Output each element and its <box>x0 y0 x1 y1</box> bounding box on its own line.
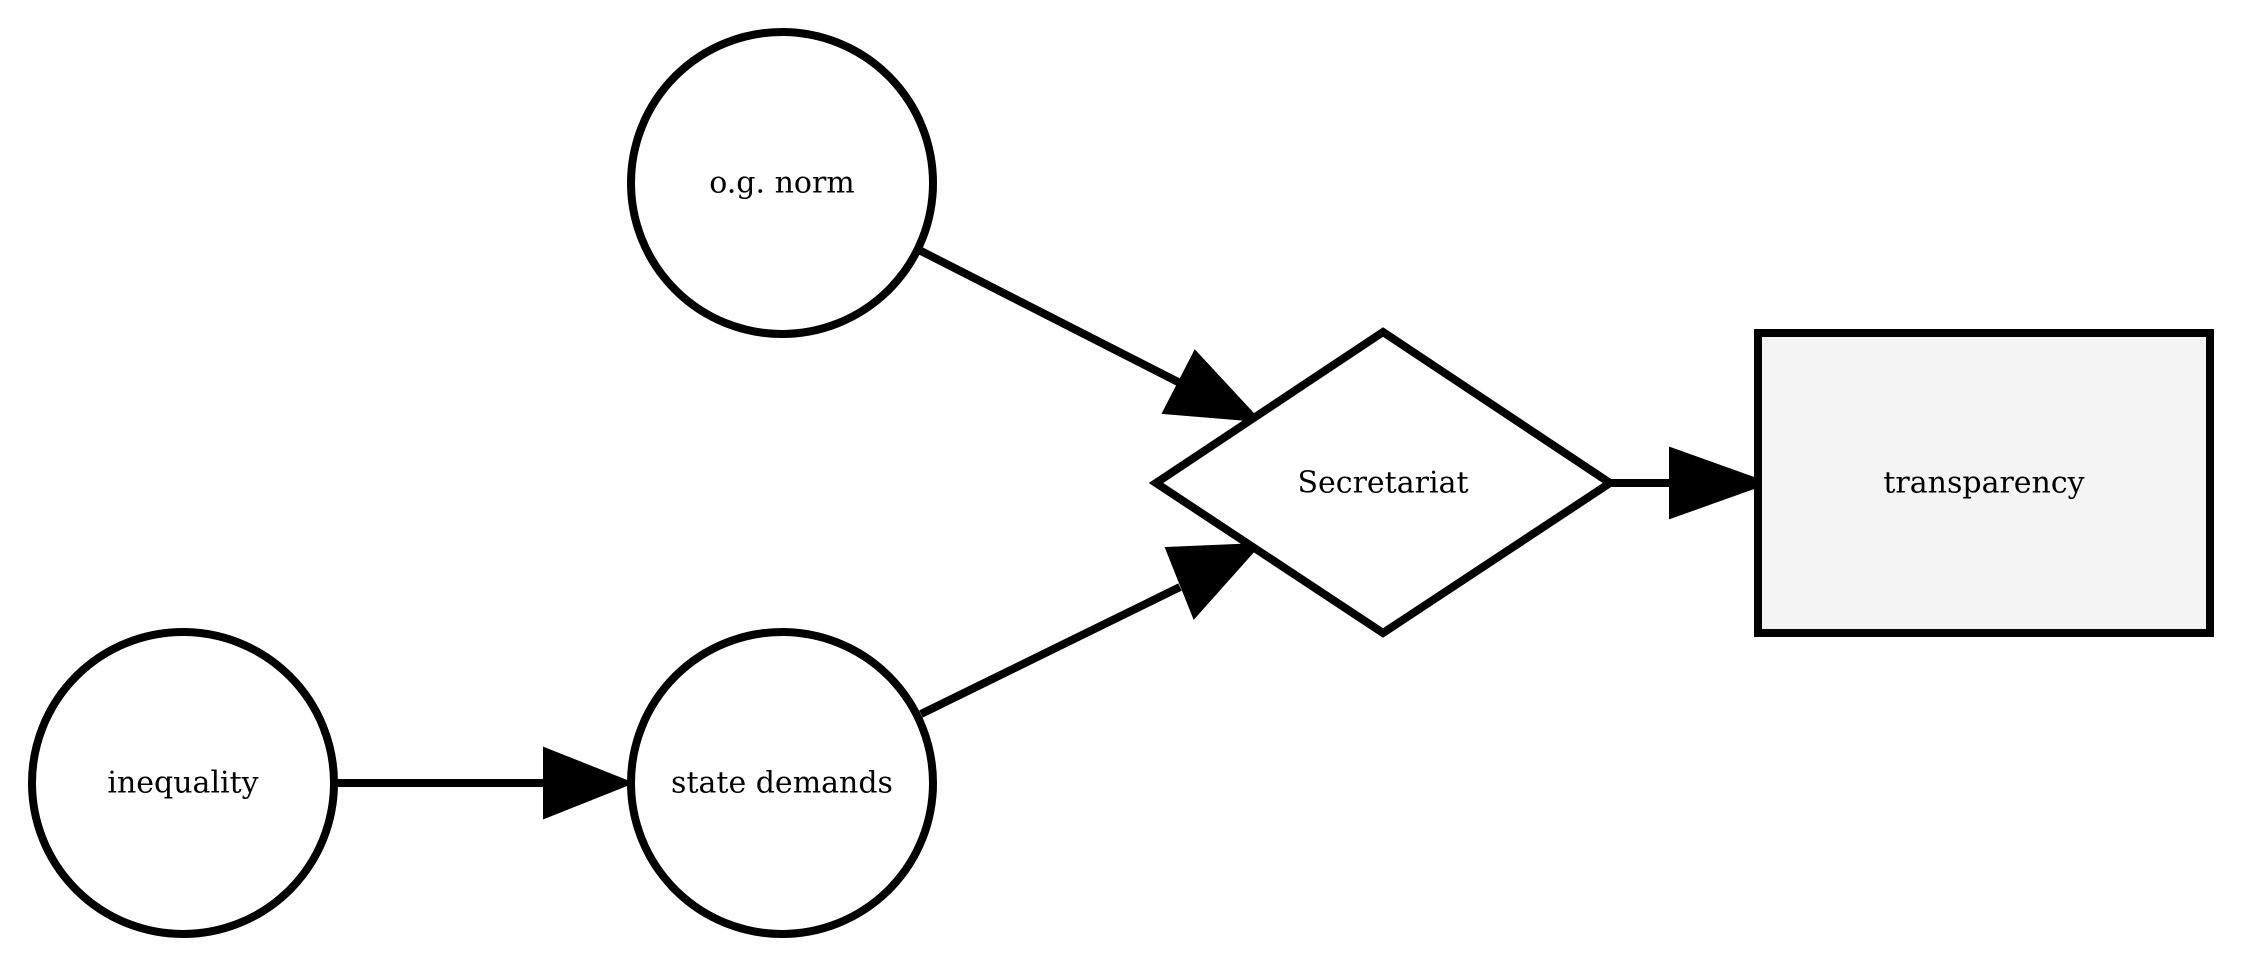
node-og-norm: o.g. norm <box>627 28 937 338</box>
node-label-transparency: transparency <box>1883 466 2084 501</box>
node-label-state-demands: state demands <box>671 766 893 801</box>
edge-state-demands-to-secretariat <box>919 542 1263 718</box>
edge-og-norm-to-secretariat <box>919 247 1263 423</box>
node-inequality: inequality <box>28 628 338 938</box>
node-label-inequality: inequality <box>107 766 258 801</box>
node-transparency: transparency <box>1754 329 2214 637</box>
arrowhead-secretariat-to-transparency <box>1669 446 1771 520</box>
arrowhead-og-norm-to-secretariat <box>1161 349 1263 423</box>
node-label-secretariat: Secretariat <box>1297 466 1468 501</box>
edges <box>332 247 1771 820</box>
node-label-og-norm: o.g. norm <box>709 166 855 201</box>
node-secretariat: Secretariat <box>1148 327 1618 638</box>
arrowhead-inequality-to-state-demands <box>543 746 635 820</box>
node-state-demands: state demands <box>627 628 937 938</box>
edge-secretariat-to-transparency <box>1610 446 1771 520</box>
nodes: o.g. norm inequality state demands Secre… <box>28 28 2214 938</box>
arrowhead-state-demands-to-secretariat <box>1164 542 1263 620</box>
edge-inequality-to-state-demands <box>332 746 635 820</box>
